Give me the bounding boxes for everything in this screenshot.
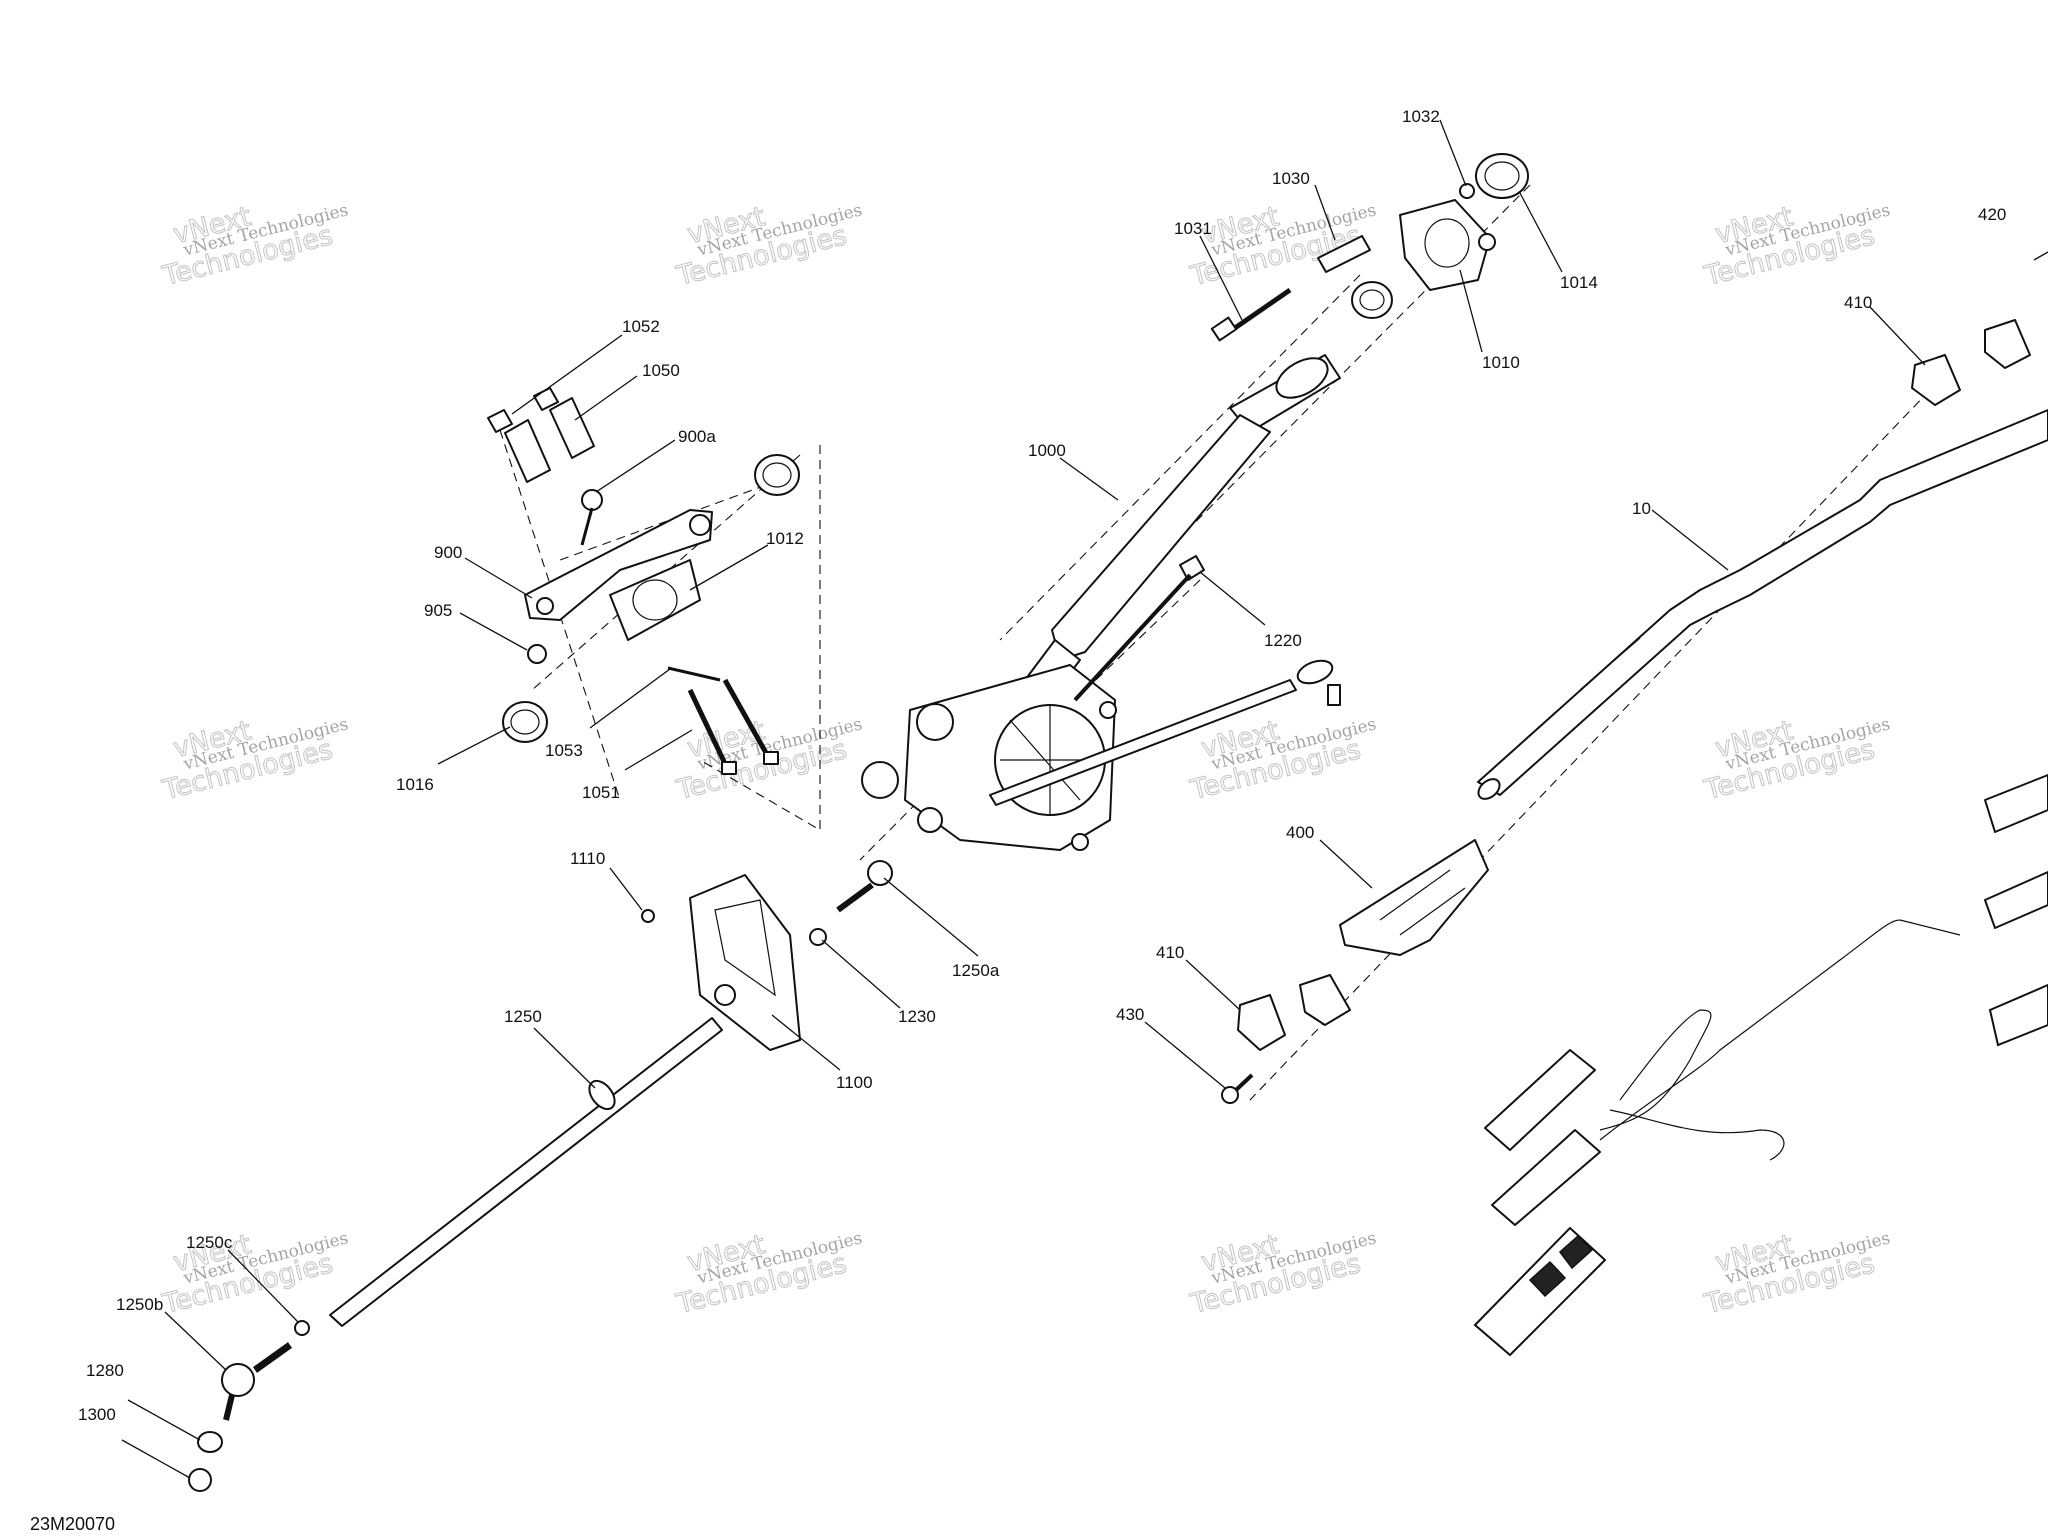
part-1100-cover xyxy=(689,874,801,1051)
part-1032-nut xyxy=(1459,183,1475,199)
watermark: vNext vNext Technologies Technologies xyxy=(673,714,865,807)
callout-1250a: 1250a xyxy=(952,961,1000,980)
part-heated-grip xyxy=(1473,1226,1607,1357)
watermark: vNext vNext Technologies Technologies xyxy=(159,714,351,807)
part-throttle-tubes xyxy=(1484,1049,1601,1226)
part-1053-spacer xyxy=(667,666,721,682)
part-410-lower-clamps xyxy=(1237,974,1351,1051)
callout-1051: 1051 xyxy=(582,783,620,802)
part-1051-bolts xyxy=(687,678,779,775)
watermark: vNext vNext Technologies Technologies xyxy=(1701,200,1893,293)
part-1000-steering-column xyxy=(994,354,1341,743)
watermark: vNext vNext Technologies Technologies xyxy=(673,1228,865,1321)
part-430-bolt xyxy=(1221,1073,1254,1104)
part-1230-nut xyxy=(809,928,827,946)
callout-1031: 1031 xyxy=(1174,219,1212,238)
watermark: vNext vNext Technologies Technologies xyxy=(673,200,865,293)
callout-1250c: 1250c xyxy=(186,1233,233,1252)
part-1250-shaft xyxy=(329,1017,723,1327)
callout-900: 900 xyxy=(434,543,462,562)
part-1050-spacers xyxy=(504,397,595,483)
callout-1010: 1010 xyxy=(1482,353,1520,372)
callout-1050: 1050 xyxy=(642,361,680,380)
part-1250a-rod-end xyxy=(836,860,893,913)
part-400-riser xyxy=(1339,839,1489,956)
callout-420: 420 xyxy=(1978,205,2006,224)
callout-1016: 1016 xyxy=(396,775,434,794)
watermark: vNext vNext Technologies Technologies xyxy=(159,200,351,293)
watermark: vNext vNext Technologies Technologies xyxy=(1187,1228,1379,1321)
part-1031-bolt xyxy=(1210,287,1292,342)
watermark: vNext vNext Technologies Technologies xyxy=(159,1228,351,1321)
callout-1250b: 1250b xyxy=(116,1295,163,1314)
watermark: vNext vNext Technologies Technologies xyxy=(1701,714,1893,807)
callout-410-lower: 410 xyxy=(1156,943,1184,962)
part-1300-nut xyxy=(188,1468,212,1492)
watermark: vNext vNext Technologies Technologies xyxy=(1187,714,1379,807)
part-905-nut xyxy=(527,644,547,664)
callout-1280: 1280 xyxy=(86,1361,124,1380)
leader-lines xyxy=(121,119,2048,1479)
part-1014-ring xyxy=(1475,153,1529,199)
part-tie-rod xyxy=(989,659,1341,806)
callout-400: 400 xyxy=(1286,823,1314,842)
callout-1250: 1250 xyxy=(504,1007,542,1026)
part-1010-clamp xyxy=(1399,199,1496,291)
part-grip-tubes-right xyxy=(1984,774,2048,1047)
part-1250c-washer xyxy=(294,1320,310,1336)
callout-10: 10 xyxy=(1632,499,1651,518)
callout-1000: 1000 xyxy=(1028,441,1066,460)
callout-1300: 1300 xyxy=(78,1405,116,1424)
part-wire-harness xyxy=(1599,919,1961,1161)
callout-905: 905 xyxy=(424,601,452,620)
part-1016-ring xyxy=(502,701,548,743)
callout-1110: 1110 xyxy=(570,849,605,868)
diagram-code: 23M20070 xyxy=(30,1514,115,1534)
part-ring-upper xyxy=(754,454,800,496)
part-1110-screw xyxy=(641,909,655,923)
part-1220-bolt xyxy=(1073,555,1205,702)
part-1030-sleeve xyxy=(1317,235,1371,273)
part-10-handlebar xyxy=(1477,409,2048,800)
callout-1053: 1053 xyxy=(545,741,583,760)
part-410-upper-clamps xyxy=(1911,319,2031,406)
callout-900a: 900a xyxy=(678,427,716,446)
callout-1100: 1100 xyxy=(836,1073,873,1092)
callout-1220: 1220 xyxy=(1264,631,1302,650)
part-steering-housing xyxy=(861,664,1117,851)
callout-labels: 1032 1030 1031 1014 1010 420 410 1052 10… xyxy=(78,107,2006,1424)
part-900-bracket xyxy=(524,509,713,621)
watermark: vNext vNext Technologies Technologies xyxy=(1701,1228,1893,1321)
part-bushing xyxy=(1351,281,1393,319)
part-1012-block xyxy=(609,559,701,641)
callout-1014: 1014 xyxy=(1560,273,1598,292)
part-1280-washer xyxy=(197,1431,223,1453)
callout-1012: 1012 xyxy=(766,529,804,548)
callout-1230: 1230 xyxy=(898,1007,936,1026)
callout-410-upper: 410 xyxy=(1844,293,1872,312)
callout-430: 430 xyxy=(1116,1005,1144,1024)
callout-1052: 1052 xyxy=(622,317,660,336)
part-900a-pin xyxy=(580,489,603,546)
callout-1030: 1030 xyxy=(1272,169,1310,188)
callout-1032: 1032 xyxy=(1402,107,1440,126)
part-1250b-rod-end xyxy=(221,1342,293,1421)
